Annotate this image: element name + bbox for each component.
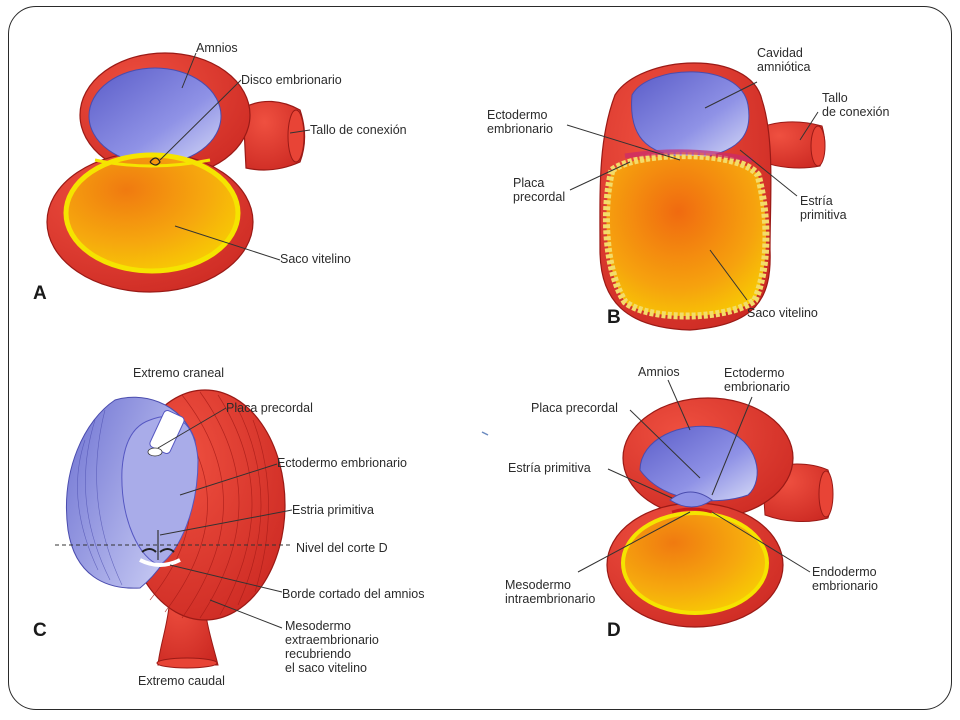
- label-c-extremo-caudal: Extremo caudal: [138, 674, 225, 688]
- label-d-amnios: Amnios: [638, 365, 680, 379]
- label-d-mesodermo-intraembrionario: Mesodermo intraembrionario: [505, 578, 596, 606]
- panel-d-letter: D: [607, 620, 621, 641]
- stray-mark: [481, 431, 489, 436]
- panel-c-letter: C: [33, 620, 47, 641]
- label-d-ectodermo-embrionario: Ectodermo embrionario: [724, 366, 791, 394]
- label-c-placa-precordal: Placa precordal: [226, 401, 313, 415]
- label-b-saco-vitelino: Saco vitelino: [747, 306, 818, 320]
- panel-d-leaders: [577, 379, 811, 573]
- label-c-estria-primitiva: Estria primitiva: [292, 503, 374, 517]
- panel-b-drawing: [599, 62, 826, 331]
- label-b-placa-precordal: Placa precordal: [513, 176, 566, 204]
- panel-a-letter: A: [33, 283, 47, 304]
- label-b-ectodermo-embrionario: Ectodermo embrionario: [487, 108, 554, 136]
- panel-b-letter: B: [607, 307, 621, 328]
- label-a-amnios: Amnios: [196, 41, 238, 55]
- label-c-nivel-corte-d: Nivel del corte D: [296, 541, 388, 555]
- panel-d-drawing: [606, 397, 834, 628]
- label-b-estria-primitiva: Estría primitiva: [800, 194, 847, 222]
- panel-a-drawing: [46, 52, 306, 293]
- label-b-tallo-conexion: Tallo de conexión: [822, 91, 890, 119]
- label-c-extremo-craneal: Extremo craneal: [133, 366, 225, 380]
- label-b-cavidad-amniotica: Cavidad amniótica: [757, 46, 811, 74]
- panel-a-leaders: [159, 52, 311, 261]
- label-d-estria-primitiva: Estría primitiva: [508, 461, 591, 475]
- label-d-placa-precordal: Placa precordal: [531, 401, 618, 415]
- panel-c-leaders: [157, 407, 293, 629]
- panel-c-drawing: [66, 389, 286, 669]
- panel-b-leaders: [566, 81, 819, 301]
- label-c-ectodermo-embrionario: Ectodermo embrionario: [277, 456, 407, 470]
- label-a-saco-vitelino: Saco vitelino: [280, 252, 351, 266]
- label-c-borde-cortado-amnios: Borde cortado del amnios: [282, 587, 425, 601]
- label-d-endodermo-embrionario: Endodermo embrionario: [812, 565, 879, 593]
- slide-frame: [8, 6, 952, 710]
- label-a-disco-embrionario: Disco embrionario: [241, 73, 342, 87]
- label-c-mesodermo-extraembrionario: Mesodermo extraembrionario recubriendo e…: [285, 619, 379, 675]
- label-a-tallo-conexion: Tallo de conexión: [310, 123, 407, 137]
